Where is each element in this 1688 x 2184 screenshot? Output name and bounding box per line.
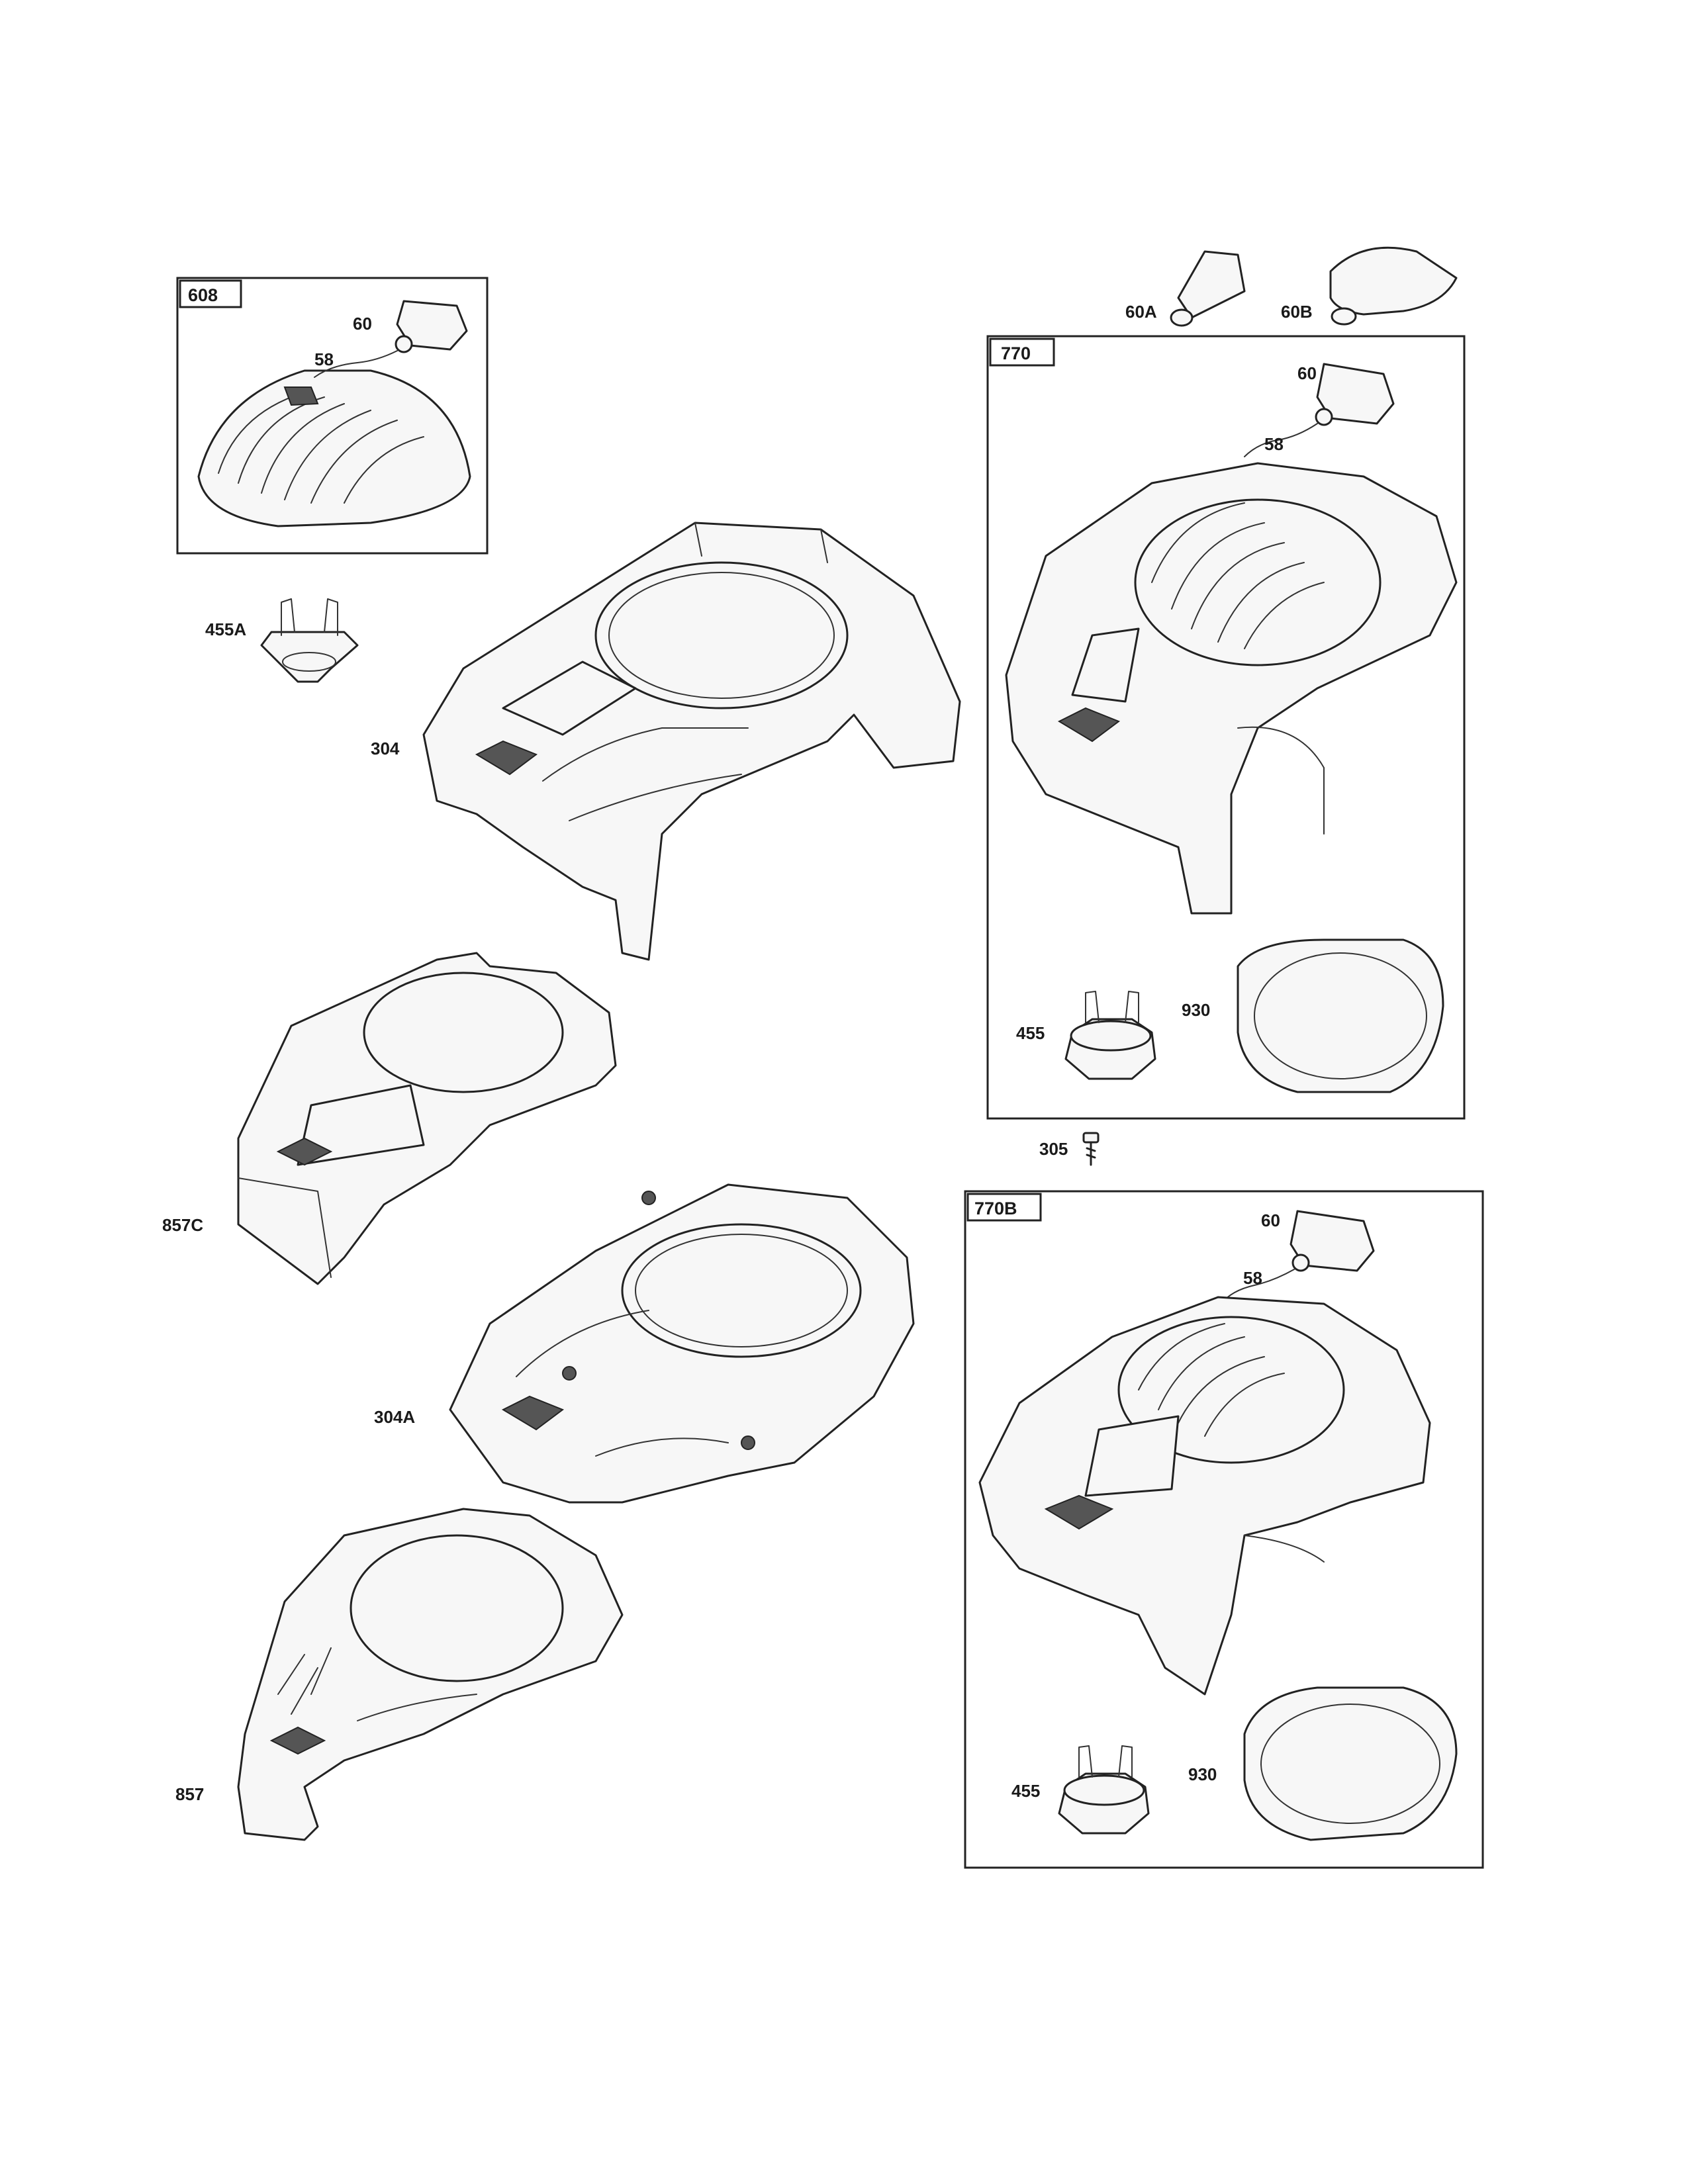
callout-930-box770B: 930 — [1188, 1764, 1217, 1784]
box-label-770B: 770B — [974, 1199, 1017, 1218]
callout-60A: 60A — [1125, 302, 1157, 322]
part-455A-cup — [260, 598, 359, 683]
callout-305: 305 — [1039, 1139, 1068, 1159]
callout-58-box770: 58 — [1264, 434, 1284, 454]
shroud-857C — [237, 952, 617, 1285]
callout-60-box770: 60 — [1297, 363, 1317, 383]
recoil-starter-608 — [197, 369, 471, 527]
callout-857C: 857C — [162, 1215, 203, 1235]
starter-handle-60-box770B — [1221, 1210, 1375, 1304]
starter-handle-60-box608 — [314, 300, 468, 378]
callout-455-box770B: 455 — [1011, 1781, 1040, 1801]
gasket-930-box770B — [1243, 1686, 1458, 1841]
callout-60B: 60B — [1281, 302, 1313, 322]
callout-930-box770: 930 — [1182, 1000, 1210, 1020]
assembly-box-770B: 770B — [964, 1190, 1484, 1869]
callout-60-box770B: 60 — [1261, 1210, 1280, 1230]
callout-304: 304 — [371, 739, 400, 758]
callout-304A: 304A — [374, 1407, 415, 1427]
part-455-cup-box770 — [1064, 991, 1156, 1080]
callout-58-box770B: 58 — [1243, 1268, 1262, 1288]
blower-housing-assembly-770 — [1005, 462, 1458, 915]
starter-handle-60-box770 — [1244, 363, 1395, 457]
callout-455-box770: 455 — [1016, 1023, 1045, 1043]
screw-305 — [1082, 1132, 1100, 1166]
starter-handle-60A — [1170, 250, 1246, 327]
callout-60-box608: 60 — [353, 314, 372, 334]
callout-857: 857 — [175, 1784, 204, 1804]
box-label-608: 608 — [188, 285, 218, 305]
box-label-770: 770 — [1001, 343, 1031, 363]
starter-handle-60B — [1329, 246, 1458, 326]
assembly-box-608: 608 — [176, 277, 489, 555]
gasket-930-box770 — [1237, 938, 1444, 1093]
part-455-cup-box770B — [1058, 1745, 1150, 1835]
shroud-857 — [237, 1508, 624, 1841]
callout-455A: 455A — [205, 619, 246, 639]
callout-58-box608: 58 — [314, 349, 334, 369]
blower-housing-304 — [422, 522, 961, 961]
assembly-box-770: 770 — [986, 335, 1466, 1120]
blower-housing-assembly-770B — [978, 1296, 1431, 1696]
blower-housing-304A — [449, 1183, 915, 1504]
